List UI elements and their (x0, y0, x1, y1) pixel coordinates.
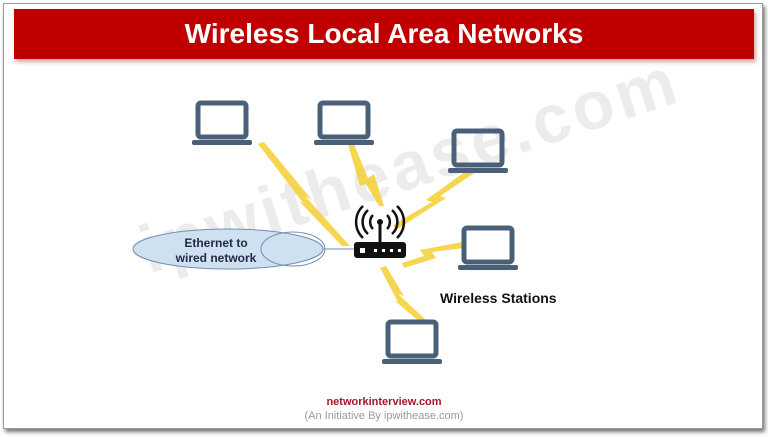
laptop-icon (192, 103, 252, 145)
ethernet-label-line1: Ethernet to (184, 236, 248, 250)
ethernet-cloud (132, 228, 354, 270)
ethernet-label-line2: wired network (175, 251, 257, 265)
footer-site: networkinterview.com (326, 396, 442, 408)
page-title: Wireless Local Area Networks (184, 18, 584, 49)
wireless-signal-bolts (258, 142, 476, 322)
diagram-frame (3, 3, 763, 429)
footer-tagline: (An Initiative By ipwithease.com) (304, 410, 464, 422)
laptop-icon (448, 131, 508, 173)
laptop-icon (458, 228, 518, 270)
laptop-icon (382, 322, 442, 364)
wireless-stations-label: Wireless Stations (440, 290, 557, 306)
title-banner: Wireless Local Area Networks (14, 9, 754, 59)
ethernet-label: Ethernet to wired network (166, 236, 266, 266)
router-icon (354, 205, 406, 258)
laptop-icon (314, 103, 374, 145)
